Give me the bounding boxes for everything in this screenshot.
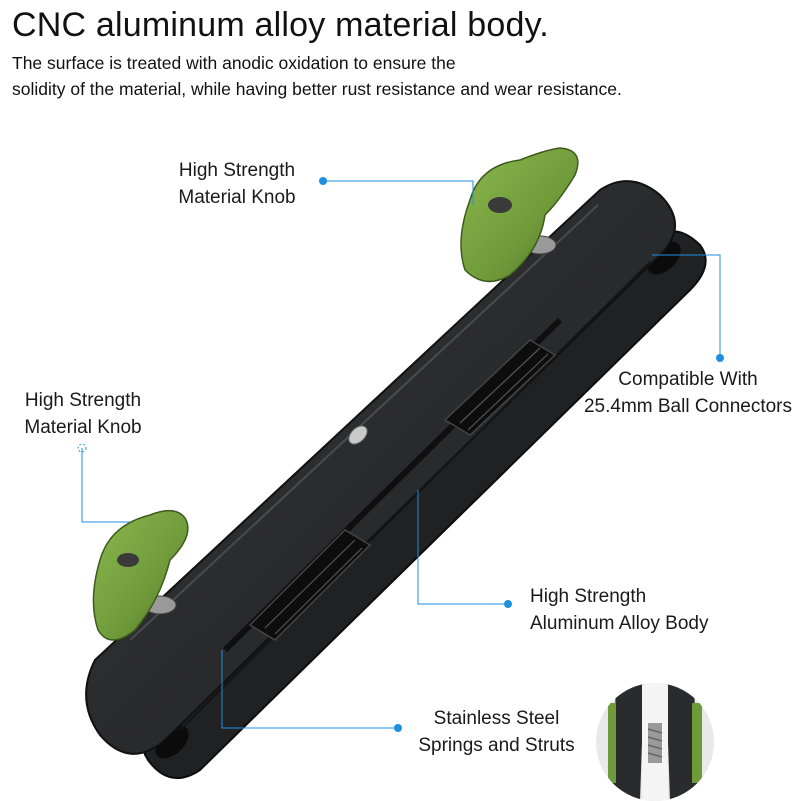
callout-springs: Stainless Steel Springs and Struts bbox=[404, 705, 589, 759]
springs-detail-photo bbox=[596, 683, 714, 801]
callout-line: High Strength bbox=[530, 586, 647, 607]
callout-dot-icon bbox=[716, 354, 724, 362]
callout-knob-top: High Strength Material Knob bbox=[162, 157, 312, 211]
callout-line: Springs and Struts bbox=[418, 735, 575, 756]
top-knob bbox=[460, 147, 579, 283]
callout-dot-icon bbox=[319, 177, 327, 185]
callout-line: Aluminum Alloy Body bbox=[530, 613, 709, 634]
callout-line: Material Knob bbox=[178, 187, 296, 208]
callout-body: High Strength Aluminum Alloy Body bbox=[530, 583, 740, 637]
callout-line: Material Knob bbox=[24, 417, 142, 438]
callout-line: 25.4mm Ball Connectors bbox=[583, 396, 793, 417]
callout-line: High Strength bbox=[178, 160, 296, 181]
description-line-1: The surface is treated with anodic oxida… bbox=[12, 53, 456, 73]
callout-line: High Strength bbox=[24, 390, 142, 411]
description-line-2: solidity of the material, while having b… bbox=[12, 79, 622, 99]
callout-line: Compatible With bbox=[618, 369, 758, 390]
aluminum-body bbox=[85, 180, 676, 755]
callout-dot-icon bbox=[394, 724, 402, 732]
callout-line: Stainless Steel bbox=[433, 708, 560, 729]
callout-knob-left: High Strength Material Knob bbox=[8, 387, 158, 441]
page-title: CNC aluminum alloy material body. bbox=[12, 6, 549, 44]
callout-dot-icon bbox=[504, 600, 512, 608]
callout-compatible: Compatible With 25.4mm Ball Connectors bbox=[578, 366, 798, 420]
bottom-knob bbox=[92, 509, 189, 641]
callout-lines bbox=[81, 180, 721, 729]
callout-dot-icon bbox=[77, 443, 87, 453]
